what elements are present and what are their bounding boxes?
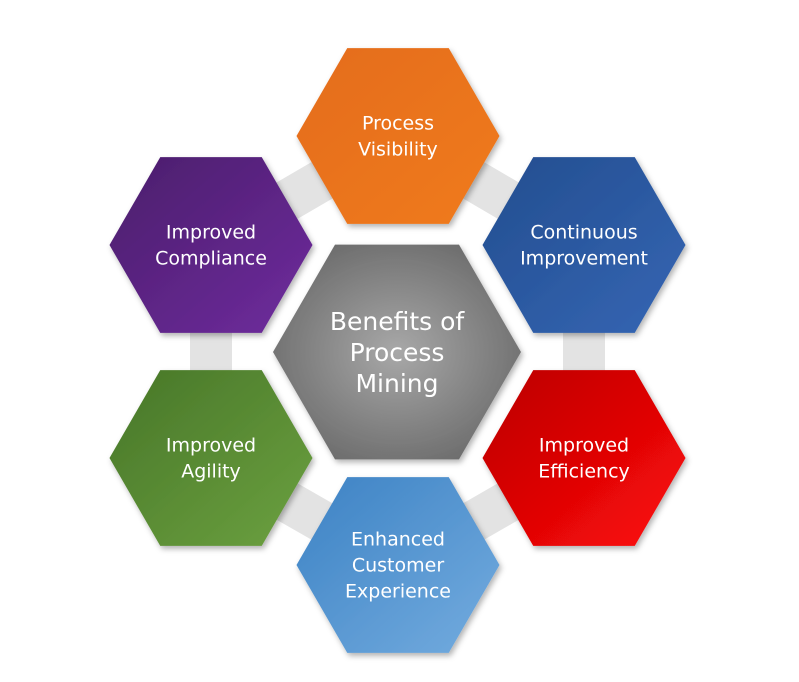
improved-compliance-shape: [109, 157, 313, 333]
improved-efficiency-label-line: Efficiency: [538, 461, 630, 483]
enhanced-customer-experience-shape: [296, 477, 500, 653]
improved-compliance-label-line: Compliance: [155, 248, 267, 270]
improved-agility-label-line: Improved: [166, 435, 256, 457]
continuous-improvement-label-line: Improvement: [520, 248, 648, 270]
enhanced-customer-experience-label-line: Customer: [352, 555, 444, 577]
process-visibility-label-line: Visibility: [358, 139, 438, 161]
process-visibility-shape: [296, 48, 500, 224]
enhanced-customer-experience-label-line: Enhanced: [351, 529, 445, 551]
process-visibility-label-line: Process: [362, 113, 434, 135]
improved-compliance-label-line: Improved: [166, 222, 256, 244]
continuous-improvement-shape: [482, 157, 686, 333]
continuous-improvement-label-line: Continuous: [530, 222, 637, 244]
improved-efficiency-label-line: Improved: [539, 435, 629, 457]
center-benefits-of-process-mining-shape: [273, 244, 521, 460]
enhanced-customer-experience-label-line: Experience: [345, 581, 451, 603]
improved-agility-label-line: Agility: [181, 461, 241, 483]
center-benefits-of-process-mining-label-line: Mining: [355, 369, 438, 398]
center-benefits-of-process-mining-label-line: Benefits of: [330, 307, 466, 336]
improved-agility-shape: [109, 370, 313, 546]
center-benefits-of-process-mining-label-line: Process: [350, 338, 445, 367]
improved-efficiency-shape: [482, 370, 686, 546]
